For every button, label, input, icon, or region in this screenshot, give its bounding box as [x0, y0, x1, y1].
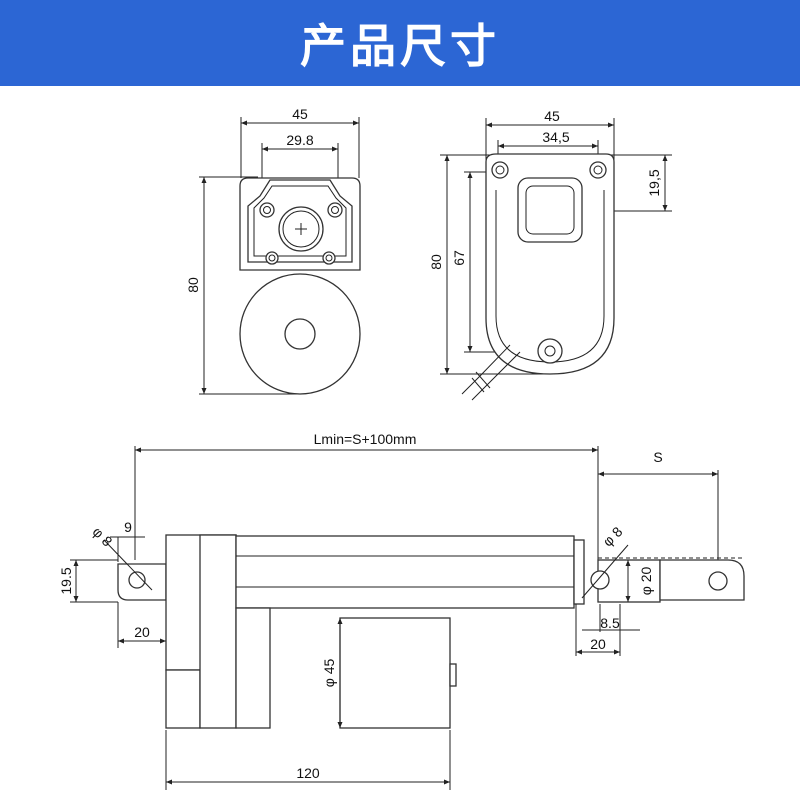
rod-diameter-label: φ 20	[638, 567, 654, 596]
side-hole-spacing-label: 34,5	[542, 129, 569, 145]
length-view: Lmin=S+100mm S φ 8 9 19.5 20	[58, 431, 745, 790]
motor-diameter-label: φ 45	[321, 659, 337, 688]
right-hole-diameter-label: φ 8	[599, 523, 625, 549]
right-tab-length-label: 20	[590, 636, 606, 652]
side-top-offset-label: 19,5	[646, 169, 662, 196]
right-hole-offset-label: 8.5	[600, 615, 620, 631]
side-width-label: 45	[544, 108, 560, 124]
header-banner: 产品尺寸	[0, 0, 800, 86]
left-edge-offset-label: 9	[124, 519, 132, 535]
min-length-label: Lmin=S+100mm	[314, 431, 417, 447]
stroke-label: S	[653, 449, 662, 465]
front-view: 45 29.8 80	[185, 106, 361, 395]
side-hole-height-label: 67	[451, 250, 467, 266]
page-title: 产品尺寸	[300, 19, 500, 73]
left-tab-length-label: 20	[134, 624, 150, 640]
motor-length-label: 120	[296, 765, 320, 781]
front-width-label: 45	[292, 106, 308, 122]
front-height-label: 80	[185, 277, 201, 293]
side-height-label: 80	[428, 254, 444, 270]
front-hole-spacing-label: 29.8	[286, 132, 313, 148]
side-view: 45 34,5 19,5 80 67	[428, 108, 672, 401]
left-tab-height-label: 19.5	[58, 567, 74, 594]
